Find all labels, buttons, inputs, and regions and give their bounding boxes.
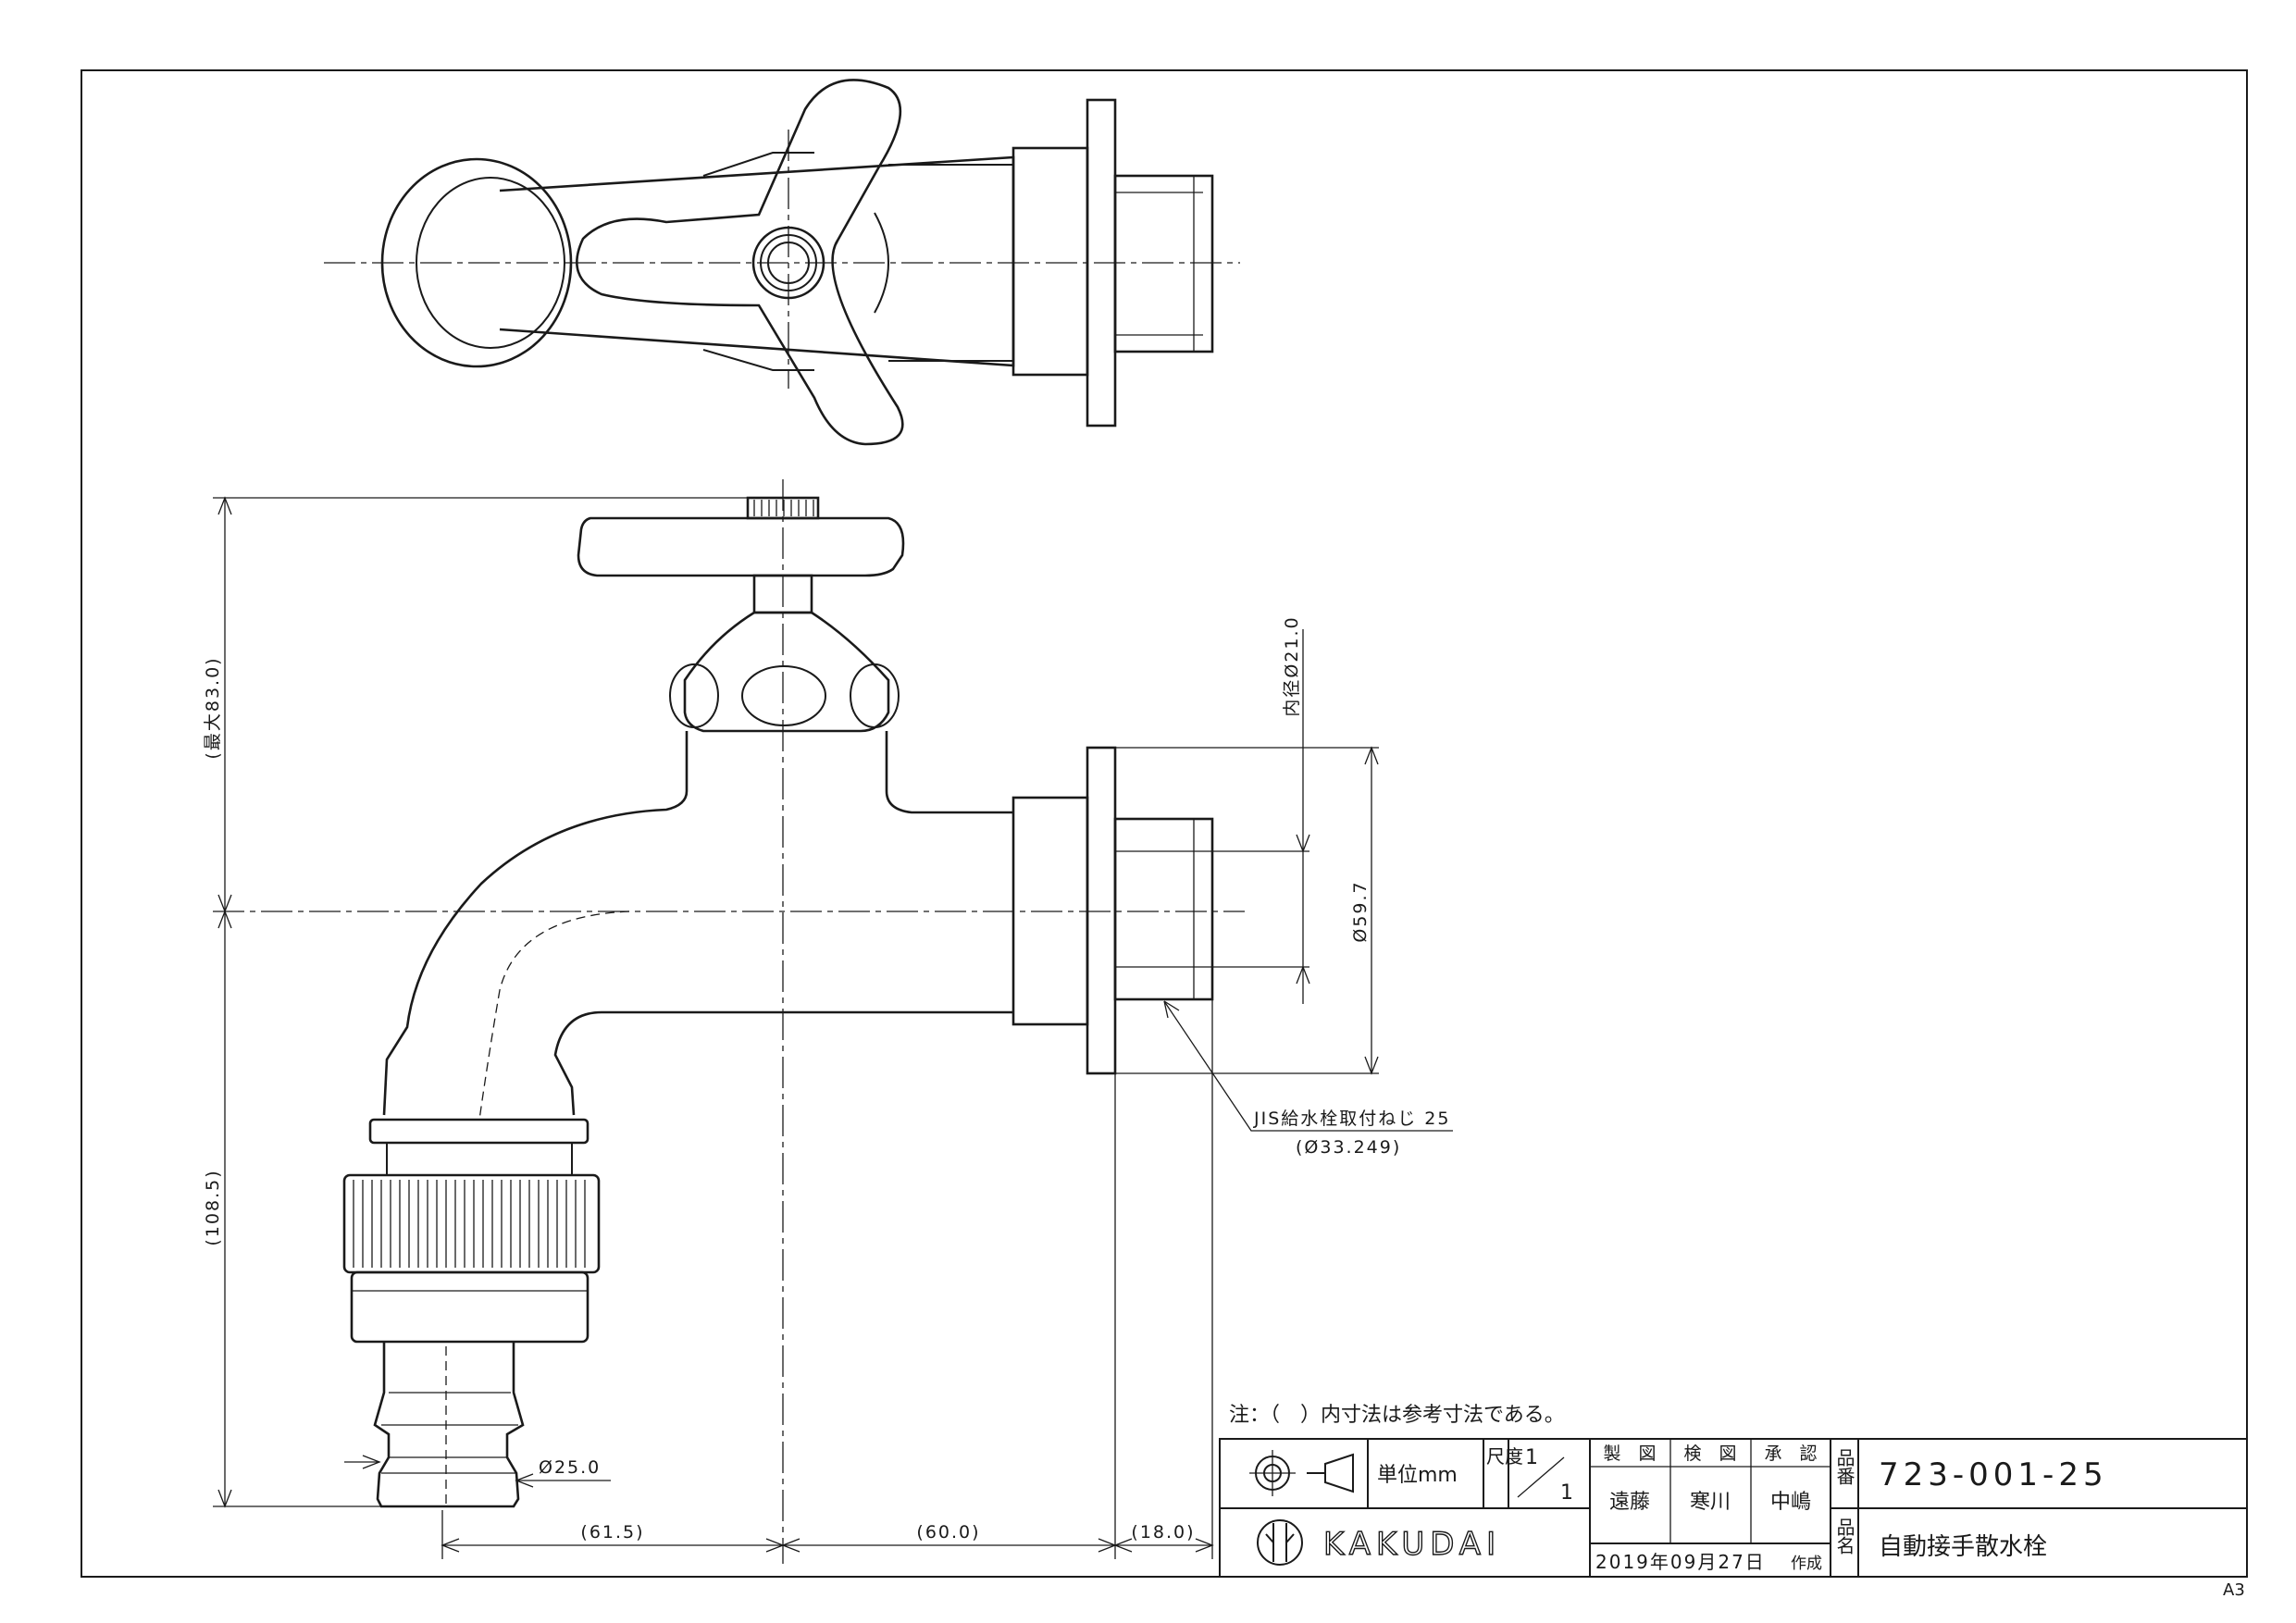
dim-thread-label: JIS給水栓取付ねじ 25 — [1253, 1109, 1450, 1129]
unit-label: 単位mm — [1377, 1464, 1458, 1487]
dim-max-height: (最大83.0) — [203, 656, 223, 759]
creation-date: 2019年09月27日 — [1595, 1551, 1766, 1573]
dim-flange-diameter: Ø59.7 — [1350, 880, 1371, 942]
person-approver: 中嶋 — [1770, 1491, 1811, 1514]
dim-inner-diameter: 内径Ø21.0 — [1282, 615, 1302, 716]
title-note: 注：（ ）内寸法は参考寸法である。 — [1229, 1404, 1565, 1427]
dimensions: (最大83.0) (108.5) 内径Ø21.0 Ø59.7 JIS給水栓取付ね… — [203, 496, 1453, 1559]
front-view — [213, 479, 1245, 1564]
scale-label: 尺度 — [1486, 1445, 1523, 1468]
scale-denominator: 1 — [1560, 1481, 1573, 1505]
dim-horiz-2: (60.0) — [916, 1522, 980, 1542]
dim-lower-height: (108.5) — [203, 1169, 223, 1245]
scale-numerator: 1 — [1525, 1446, 1538, 1469]
title-block: 注：（ ）内寸法は参考寸法である。 単位mm 尺度 1 1 製 図 検 — [1219, 1404, 2248, 1600]
role-checker: 検 図 — [1683, 1443, 1736, 1464]
creation-suffix: 作成 — [1791, 1555, 1822, 1573]
drawing-border — [81, 69, 2248, 1578]
part-name: 自動接手散水栓 — [1879, 1533, 2047, 1561]
person-drafter: 遠藤 — [1609, 1491, 1650, 1514]
dim-thread-diameter: (Ø33.249) — [1296, 1137, 1401, 1158]
role-approver: 承 認 — [1764, 1443, 1817, 1464]
brand-name: KAKUDAI — [1323, 1526, 1501, 1563]
person-checker: 寒川 — [1690, 1491, 1731, 1514]
scale-fraction: 1 1 — [1517, 1446, 1573, 1505]
third-angle-projection-icon — [1249, 1450, 1354, 1496]
kakudai-logo: KAKUDAI — [1257, 1519, 1501, 1566]
dim-hose-diameter: Ø25.0 — [539, 1457, 601, 1478]
part-number: 723-001-25 — [1879, 1456, 2108, 1493]
paper-size: A3 — [2223, 1580, 2245, 1600]
top-view — [324, 79, 1240, 446]
dim-horiz-1: (61.5) — [580, 1522, 644, 1542]
part-no-label: 品番 — [1833, 1448, 1855, 1485]
role-drafter: 製 図 — [1603, 1443, 1656, 1464]
part-name-label: 品名 — [1833, 1518, 1855, 1555]
dim-horiz-3: (18.0) — [1131, 1522, 1195, 1542]
